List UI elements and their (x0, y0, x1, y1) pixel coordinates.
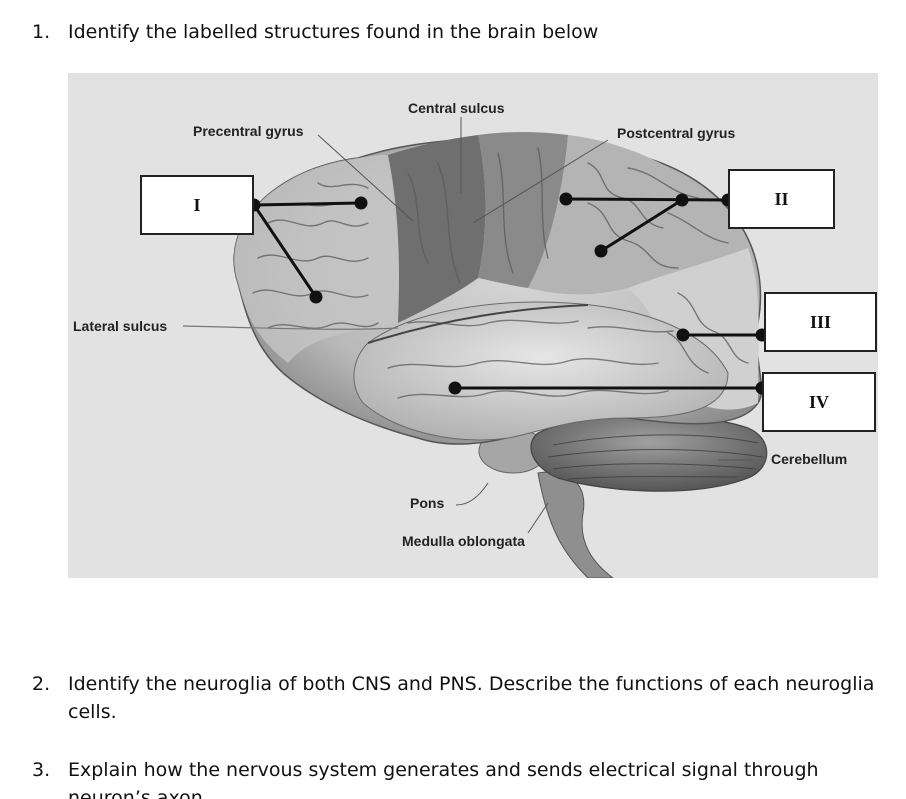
brain-diagram: Precentral gyrus Central sulcus Postcent… (68, 73, 878, 578)
answer-box-iv: IV (762, 372, 876, 432)
question-number: 1. (32, 21, 51, 43)
label-lateral-sulcus: Lateral sulcus (73, 318, 168, 334)
label-precentral-gyrus: Precentral gyrus (193, 123, 304, 139)
label-pons: Pons (410, 495, 445, 511)
question-number: 2. (32, 673, 51, 695)
question-text: Identify the labelled structures found i… (68, 21, 599, 43)
question-2: 2. Identify the neuroglia of both CNS an… (32, 670, 892, 726)
answer-box-ii: II (728, 169, 835, 229)
question-text: Explain how the nervous system generates… (68, 759, 819, 799)
answer-box-iii: III (764, 292, 877, 352)
label-medulla-oblongata: Medulla oblongata (402, 533, 525, 549)
label-cerebellum: Cerebellum (771, 451, 848, 467)
label-postcentral-gyrus: Postcentral gyrus (617, 125, 736, 141)
question-number: 3. (32, 759, 51, 781)
question-3: 3. Explain how the nervous system genera… (32, 756, 892, 799)
label-central-sulcus: Central sulcus (408, 100, 505, 116)
brain-illustration (182, 117, 769, 578)
answer-box-i: I (140, 175, 254, 235)
question-text: Identify the neuroglia of both CNS and P… (68, 673, 875, 723)
